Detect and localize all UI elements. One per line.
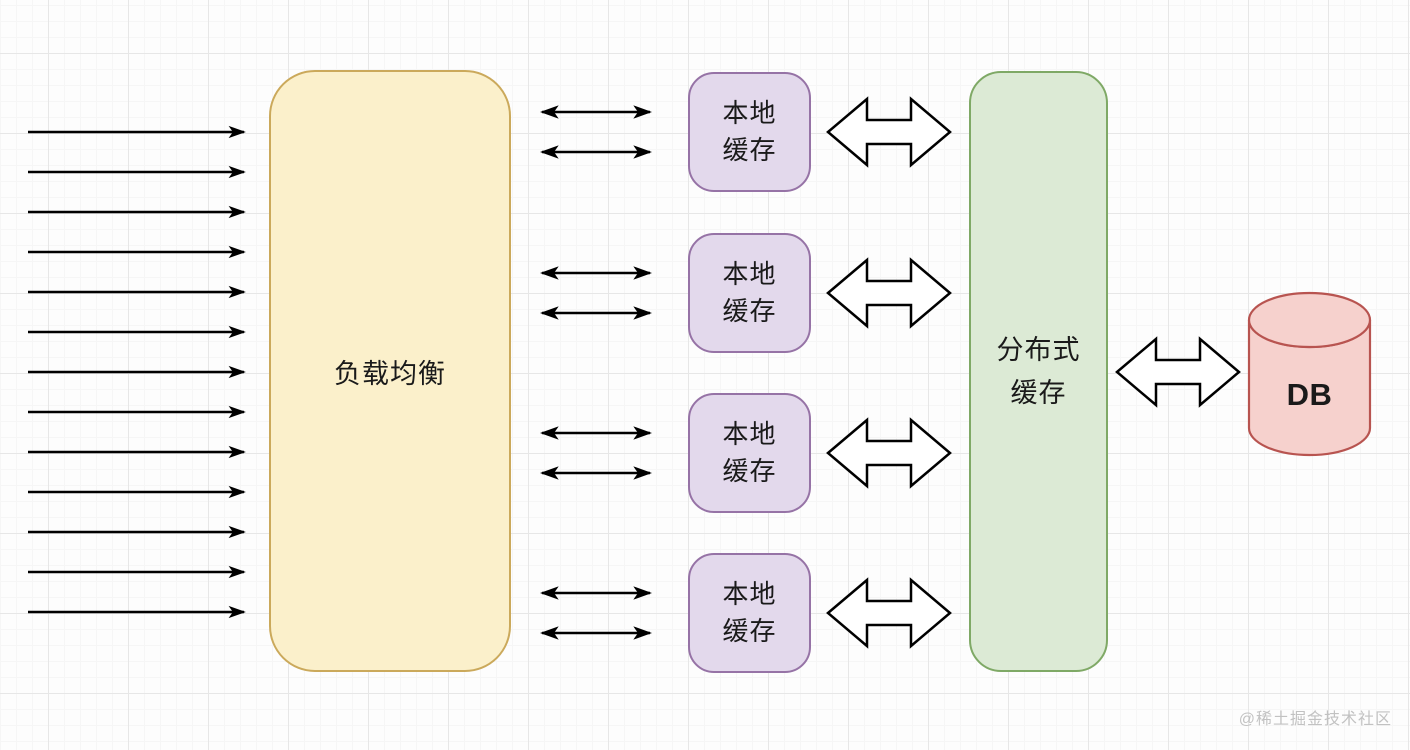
block-double-arrow [826,96,952,168]
local-cache-box-1: 本地 缓存 [688,72,811,192]
block-double-arrow [826,577,952,649]
local-cache-label: 本地 [722,98,777,128]
distributed-cache-box: 分布式 缓存 [969,71,1108,672]
distributed-cache-label: 分布式 [996,334,1081,365]
local-cache-label: 本地 [722,259,777,289]
load-balancer-box: 负载均衡 [269,70,511,672]
incoming-request-arrows [28,125,246,619]
db-cylinder-icon [1247,291,1372,457]
local-cache-label: 本地 [722,419,777,449]
watermark: @稀土掘金技术社区 [1238,711,1392,728]
local-cache-label: 缓存 [722,616,777,646]
local-cache-label: 缓存 [722,296,777,326]
local-cache-box-2: 本地 缓存 [688,233,811,353]
block-double-arrow [1115,336,1241,408]
local-cache-box-4: 本地 缓存 [688,553,811,673]
distributed-cache-label: 缓存 [1010,377,1067,408]
block-double-arrows [826,96,1241,649]
load-balancer-label: 负载均衡 [334,358,446,389]
local-cache-label: 本地 [722,579,777,609]
database-label: DB [1286,377,1333,412]
local-cache-label: 缓存 [722,135,777,165]
local-cache-box-3: 本地 缓存 [688,393,811,513]
block-double-arrow [826,257,952,329]
bidirectional-arrows [539,105,653,640]
local-cache-label: 缓存 [722,456,777,486]
block-double-arrow [826,417,952,489]
